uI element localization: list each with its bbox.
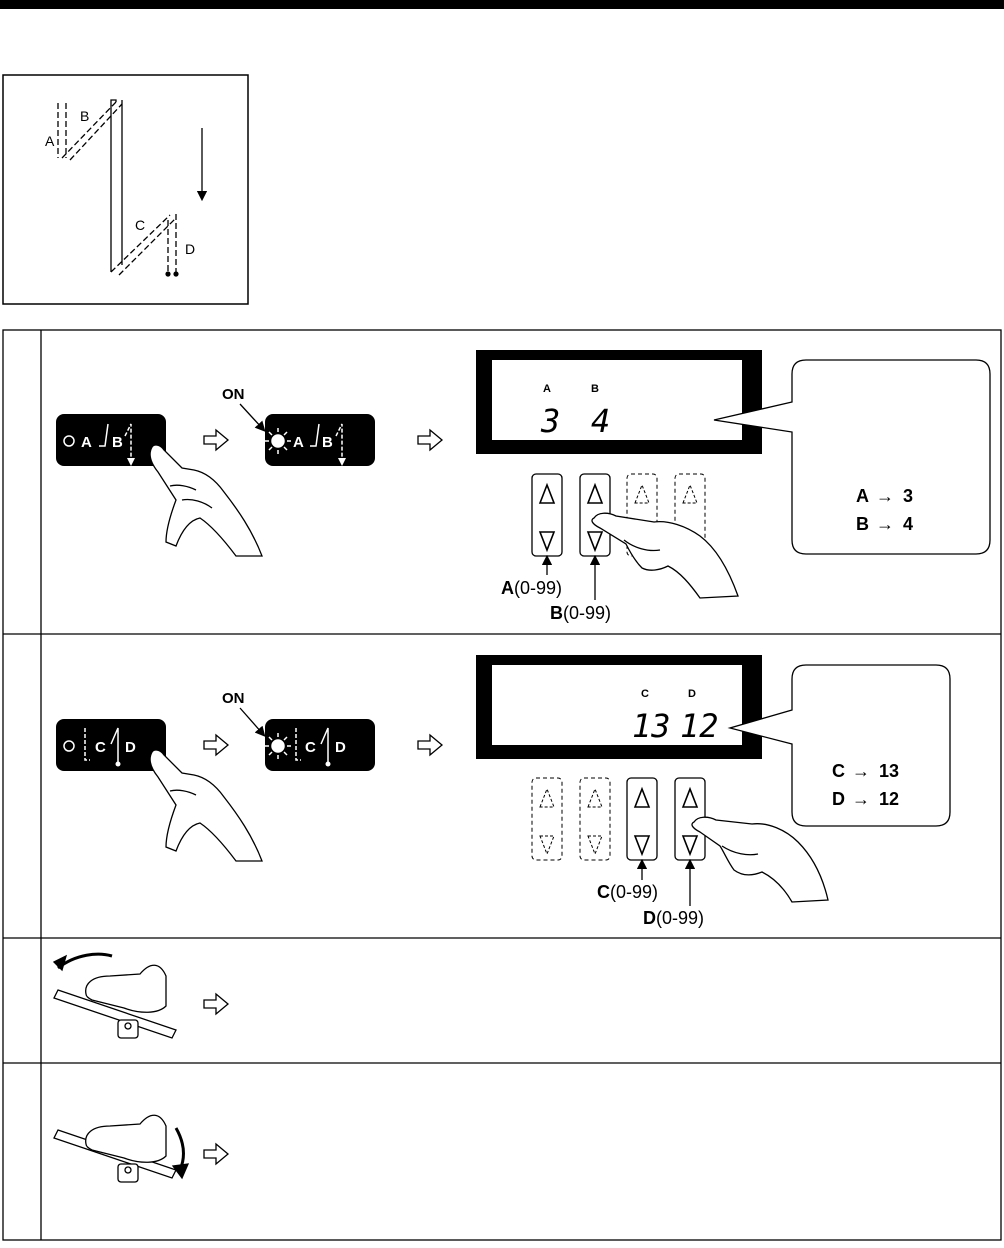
button-label-d: D (125, 739, 136, 756)
range-label-c: C(0-99) (597, 882, 658, 902)
on-label: ON (222, 690, 245, 707)
pressing-hand-icon (149, 749, 263, 862)
pressing-hand-icon (591, 512, 739, 599)
callout-arrow: → (876, 514, 894, 534)
indicator-led-on-icon (265, 428, 291, 454)
outline-right-arrow-icon (417, 733, 444, 757)
callout-letter-d: D (832, 789, 845, 809)
button-label-b: B (322, 434, 333, 451)
outline-right-arrow-icon (203, 1142, 230, 1166)
stitch-button-ab-on[interactable]: A B (265, 414, 375, 466)
updown-key-a-inactive (531, 777, 563, 861)
stitch-diagram: A B C D (2, 74, 249, 305)
lcd-value-right: 4 (591, 402, 610, 440)
button-label-b: B (112, 434, 123, 451)
page-header-rule (0, 0, 1004, 9)
pressing-hand-icon (149, 444, 263, 557)
down-triangle-icon (633, 835, 651, 857)
diagram-label-b: B (80, 108, 89, 124)
lcd-letter-right: B (591, 383, 599, 395)
callout-arrow: → (852, 789, 870, 809)
up-triangle-icon (681, 786, 699, 808)
lcd-display: A B 3 4 (476, 350, 762, 454)
value-callout: A → 3 B → 4 (713, 359, 991, 555)
range-label-a: A(0-99) (501, 578, 562, 598)
step-2: C D ON C D (56, 655, 951, 928)
button-label-c: C (305, 739, 316, 756)
up-triangle-icon (586, 482, 604, 504)
button-label-c: C (95, 739, 106, 756)
diagram-frame (2, 74, 249, 305)
backtack-start-icon (99, 423, 109, 447)
value-callout: C → 13 D → 12 (727, 664, 951, 827)
up-triangle-icon (538, 482, 556, 504)
stitch-button-cd-on[interactable]: C D (265, 719, 375, 771)
callout-value-c: 13 (879, 761, 899, 781)
steps-table (2, 329, 1002, 1241)
callout-arrow: → (852, 761, 870, 781)
updown-key-b-inactive (579, 777, 611, 861)
outline-right-arrow-icon (417, 428, 444, 452)
on-label: ON (222, 386, 245, 403)
callout-letter-a: A (856, 486, 869, 506)
callout-arrow: → (876, 486, 894, 506)
updown-key-a[interactable] (531, 473, 563, 557)
button-label-a: A (293, 434, 304, 451)
range-label-d: D(0-99) (643, 908, 704, 928)
range-label-b: B(0-99) (550, 603, 611, 623)
stitch-button-ab-off[interactable]: A B (56, 414, 166, 466)
indicator-led-off-icon (63, 435, 75, 447)
down-triangle-icon (538, 531, 556, 553)
callout-value-b: 4 (903, 514, 913, 534)
indicator-led-on-icon (265, 733, 291, 759)
callout-letter-c: C (832, 761, 845, 781)
callout-letter-b: B (856, 514, 869, 534)
step-4 (53, 1114, 230, 1183)
lcd-value-left: 3 (540, 402, 560, 440)
lcd-letter-right: D (688, 688, 696, 700)
callout-value-d: 12 (879, 789, 899, 809)
lcd-display: C D 13 12 (476, 655, 762, 759)
button-label-a: A (81, 434, 92, 451)
indicator-led-off-icon (63, 740, 75, 752)
pressing-hand-icon (691, 816, 829, 903)
callout-value-a: 3 (903, 486, 913, 506)
pedal-depress-back-icon (52, 952, 177, 1039)
lcd-letter-left: C (641, 688, 649, 700)
outline-right-arrow-icon (203, 733, 230, 757)
up-triangle-icon (633, 786, 651, 808)
stitch-button-cd-off[interactable]: C D (56, 719, 166, 771)
step-1: A B ON A B (56, 350, 991, 623)
down-triangle-icon (586, 531, 604, 553)
step-3 (52, 952, 230, 1039)
lcd-letter-left: A (543, 383, 551, 395)
outline-right-arrow-icon (203, 992, 230, 1016)
diagram-label-d: D (185, 241, 195, 257)
pedal-depress-forward-icon (53, 1114, 190, 1183)
down-triangle-icon (681, 835, 699, 857)
diagram-label-a: A (45, 133, 55, 149)
diagram-label-c: C (135, 217, 145, 233)
outline-right-arrow-icon (203, 428, 230, 452)
lcd-value-right: 12 (680, 707, 719, 745)
updown-key-c[interactable] (626, 777, 658, 861)
button-label-d: D (335, 739, 346, 756)
lcd-value-left: 13 (632, 707, 671, 745)
